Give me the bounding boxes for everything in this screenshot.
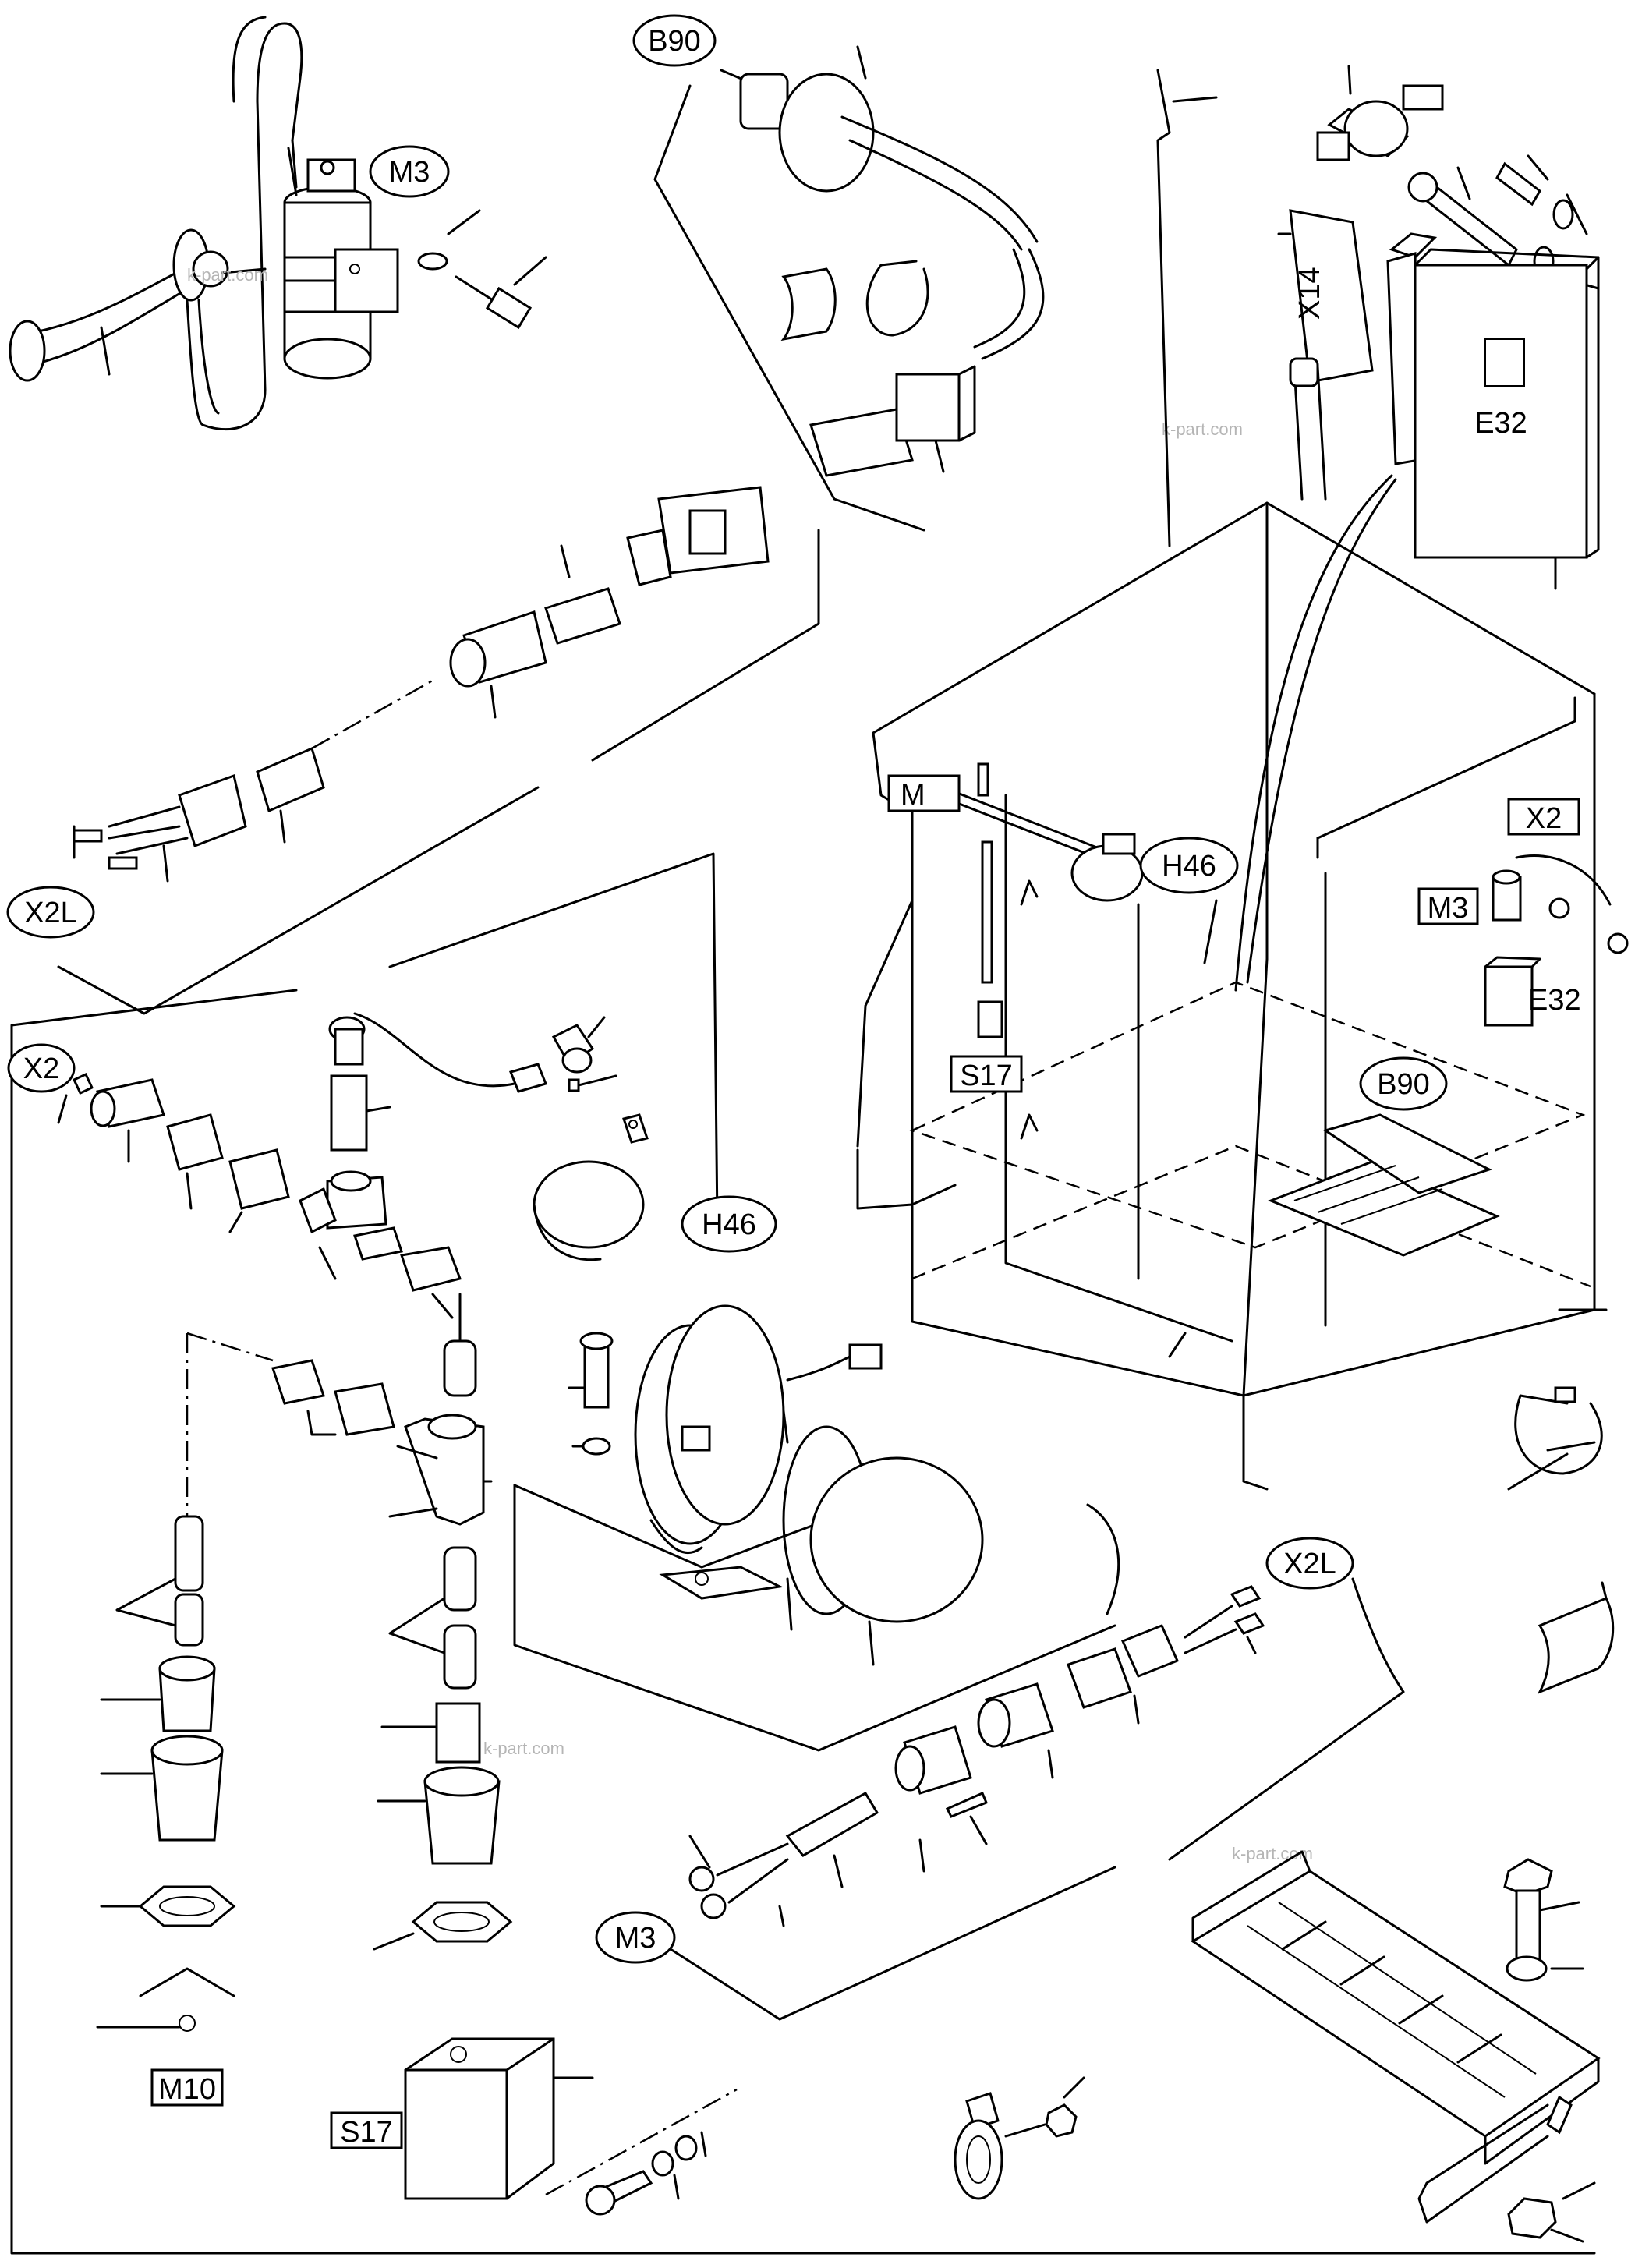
pipe-clip (954, 2076, 1085, 2200)
pump-icon (283, 147, 399, 380)
lamp-lens (782, 1425, 984, 1666)
spacer-mount (1316, 65, 1444, 161)
x14-connector: X14 (1277, 209, 1374, 501)
m3-cable-assembly (688, 1585, 1265, 1927)
svg-text:S17: S17 (960, 1060, 1013, 1092)
svg-text:M3: M3 (615, 1922, 656, 1955)
box-s17-mid: S17 (950, 1055, 1023, 1093)
svg-text:H46: H46 (1162, 850, 1216, 883)
svg-text:B90: B90 (648, 25, 701, 58)
svg-text:k-part.com: k-part.com (483, 1739, 564, 1758)
svg-text:X2L: X2L (1283, 1548, 1336, 1580)
cable-e32-to-cabinet (1234, 474, 1393, 992)
svg-text:M3: M3 (1428, 892, 1469, 925)
svg-text:H46: H46 (702, 1208, 756, 1241)
box-m3-right: M3 (1417, 887, 1479, 925)
callout-x2l-left: X2L (6, 886, 95, 939)
outline-b90 (653, 84, 925, 532)
svg-text:M10: M10 (158, 2073, 216, 2106)
screw-washers-s17 (545, 2088, 738, 2216)
pipe-piece (1537, 1581, 1615, 1694)
callout-b90-mid: B90 (1359, 1056, 1448, 1111)
callout-m3-bottom: M3 (595, 1911, 676, 1964)
bolts-washers (1407, 154, 1600, 290)
callout-h46-mid: H46 (1139, 837, 1239, 894)
hose-loop (186, 16, 303, 431)
cabinet-cable-tray (1267, 1113, 1500, 1257)
svg-text:S17: S17 (340, 2116, 393, 2149)
small-control-unit (1484, 956, 1541, 1027)
callout-x2l-bottom: X2L (1265, 1537, 1354, 1590)
svg-text:M3: M3 (389, 156, 430, 189)
callout-h46-left: H46 (681, 1195, 777, 1253)
left-frame (10, 989, 1596, 2255)
svg-text:E32: E32 (1474, 407, 1527, 440)
horn-icon (9, 228, 267, 382)
small-pump (1492, 854, 1629, 954)
x2l-cable-assembly (73, 486, 820, 883)
lamp-housing (513, 1304, 1116, 1752)
cabinet-icon (856, 69, 1608, 1491)
box-m: M (887, 774, 961, 812)
x2-hose-assembly (57, 1012, 617, 1346)
callout-b90-top: B90 (632, 14, 717, 67)
connector-icon (809, 365, 976, 477)
washer-bolt (417, 209, 547, 330)
vertical-hose-stack (96, 1294, 513, 2032)
svg-text:X2: X2 (1526, 802, 1562, 835)
clamp-sleeve (780, 260, 929, 341)
callout-x2-left: X2 (7, 1043, 76, 1093)
svg-text:M: M (901, 779, 925, 812)
bolt-washer-nut (1503, 1858, 1584, 1982)
lamp-icon (1070, 833, 1144, 902)
callout-m3-top: M3 (369, 145, 450, 198)
control-unit-icon: E32 (1386, 232, 1600, 590)
box-m10: M10 (150, 2068, 224, 2107)
box-x2-right: X2 (1507, 798, 1580, 836)
svg-text:X2: X2 (23, 1053, 59, 1085)
cable-tray-icon (1191, 1850, 1601, 2165)
svg-text:B90: B90 (1377, 1068, 1430, 1101)
h46-horn (533, 1113, 649, 1261)
svg-text:k-part.com: k-part.com (1162, 419, 1243, 439)
hose-clamp (1507, 1386, 1603, 1491)
box-s17-bottom: S17 (330, 2111, 403, 2149)
sensor-icon (720, 45, 1045, 360)
bracket (1417, 2095, 1596, 2243)
svg-text:X14: X14 (1293, 267, 1326, 320)
switch-icon (404, 2037, 594, 2200)
svg-text:k-part.com: k-part.com (187, 265, 268, 285)
svg-text:X2L: X2L (24, 897, 77, 929)
label-e32-right: E32 (1528, 984, 1581, 1017)
